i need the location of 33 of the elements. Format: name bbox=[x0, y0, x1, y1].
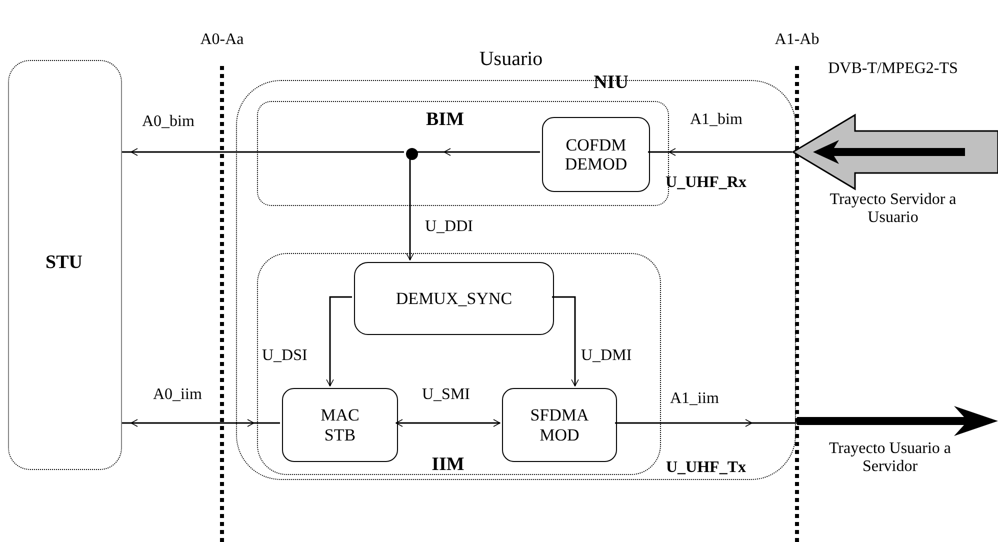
edge-label: A0_iim bbox=[153, 386, 202, 404]
node-label: DVB-T/MPEG2-TS bbox=[828, 60, 958, 78]
thick-arrow bbox=[797, 406, 998, 436]
process-box bbox=[282, 388, 398, 462]
node-label: Trayecto Servidor a Usuario bbox=[828, 191, 958, 228]
edge-label: A1_iim bbox=[670, 390, 719, 408]
box-label: SFDMA MOD bbox=[529, 405, 590, 445]
box-label: DEMUX_SYNC bbox=[394, 288, 514, 308]
group-boundary bbox=[8, 60, 122, 470]
box-label: COFDM DEMOD bbox=[564, 134, 628, 174]
interface-label: U_UHF_Rx bbox=[666, 174, 746, 192]
process-box bbox=[354, 262, 554, 335]
block-arrow bbox=[792, 114, 998, 190]
edge-label: U_DDI bbox=[425, 218, 473, 236]
interface-label: A1-Ab bbox=[774, 31, 820, 50]
process-box bbox=[502, 388, 617, 462]
edge-label: A1_bim bbox=[690, 111, 742, 130]
group-title: BIM bbox=[426, 109, 464, 131]
node-label: Trayecto Usuario a Servidor bbox=[828, 440, 952, 477]
edge-label: A0_bim bbox=[142, 113, 194, 132]
edge-label: U_DSI bbox=[262, 347, 308, 366]
junction-dot bbox=[406, 148, 418, 160]
interface-label: U_UHF_Tx bbox=[666, 459, 746, 478]
group-boundary bbox=[257, 253, 661, 475]
group-title: NIU bbox=[594, 72, 628, 94]
group-title: STU bbox=[46, 252, 82, 274]
group-title: IIM bbox=[432, 454, 464, 476]
group-title: Usuario bbox=[479, 48, 543, 71]
interface-label: A0-Aa bbox=[200, 31, 244, 50]
edge-label: U_SMI bbox=[422, 386, 470, 404]
edge-label: U_DMI bbox=[581, 347, 632, 366]
box-label: MAC STB bbox=[320, 405, 360, 445]
process-box bbox=[542, 117, 650, 192]
